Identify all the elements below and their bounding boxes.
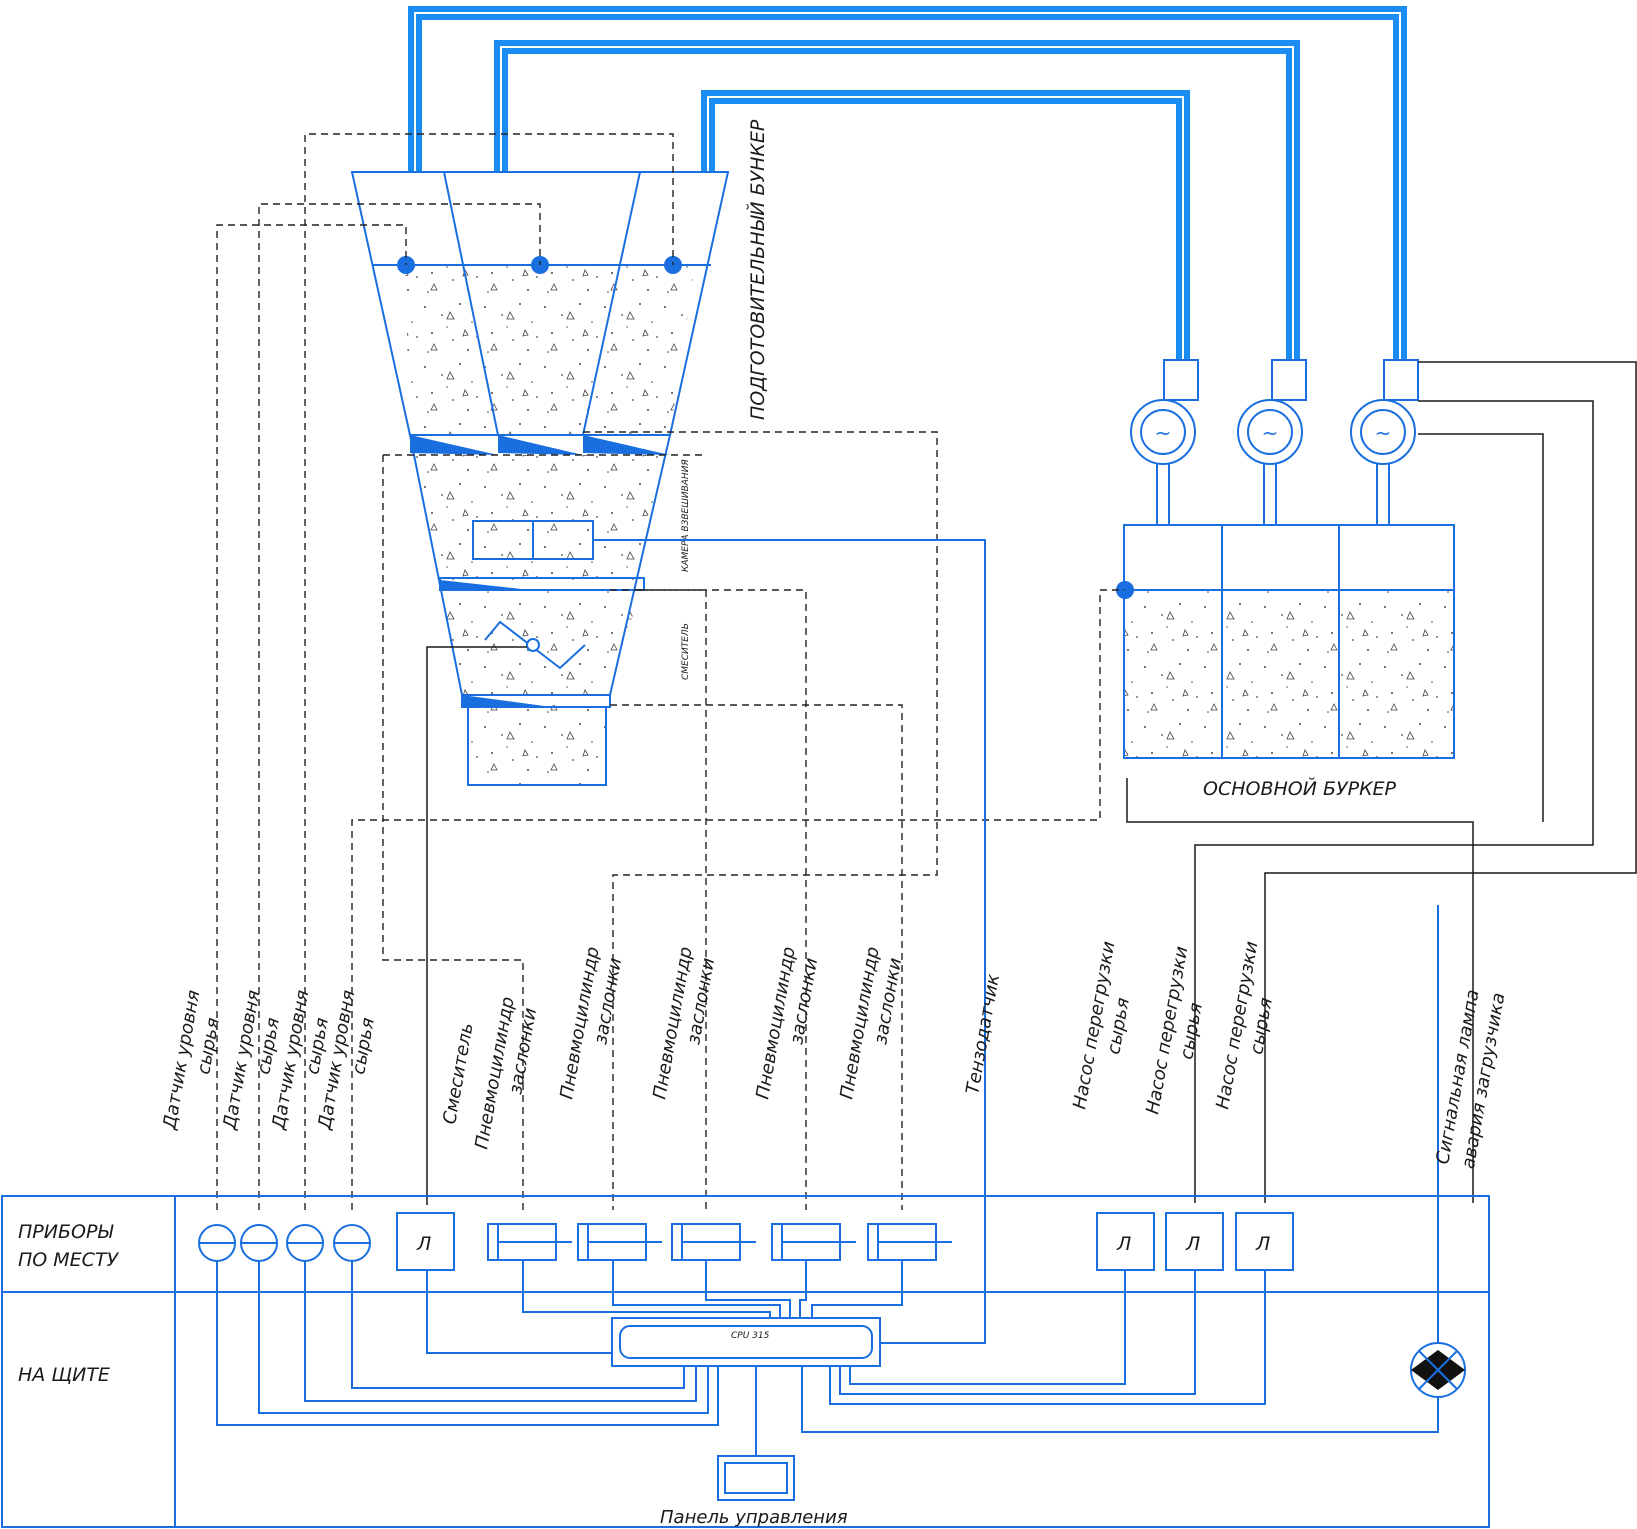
preparation-bunker: ПОДГОТОВИТЕЛЬНЫЙ БУНКЕР xyxy=(350,119,769,455)
control-panel-icon xyxy=(717,1366,795,1501)
svg-text:Л: Л xyxy=(1116,1233,1131,1255)
pump-relay-box-1: Л xyxy=(1096,1212,1155,1271)
cylinder-5-icon xyxy=(867,1223,952,1261)
signal-lamp-icon xyxy=(1410,1342,1466,1398)
svg-text:~: ~ xyxy=(1155,421,1172,445)
weigh-mix-section: КАМЕРА ВЗВЕШИВАНИЯ СМЕСИТЕЛЬ xyxy=(408,434,691,786)
control-panel-label: Панель управления xyxy=(660,1507,848,1528)
pumps: ~ ~ ~ xyxy=(1130,359,1419,525)
svg-text:Л: Л xyxy=(416,1233,431,1255)
cylinder-2-icon xyxy=(577,1223,662,1261)
svg-text:Л: Л xyxy=(1185,1233,1200,1255)
mixer-relay-box: Л xyxy=(396,1212,455,1271)
pump-1-icon: ~ xyxy=(1130,359,1199,525)
level-indicator-4-icon xyxy=(333,1224,371,1262)
row-field-label: ПРИБОРЫ xyxy=(18,1221,114,1243)
level-indicator-2-icon xyxy=(240,1224,278,1262)
device-label-11: Тензодатчик xyxy=(962,972,1004,1096)
cylinder-3-icon xyxy=(671,1223,756,1261)
cylinder-1-icon xyxy=(487,1223,572,1261)
dashed-signal-lines xyxy=(216,133,1125,1210)
weigh-chamber-label: КАМЕРА ВЗВЕШИВАНИЯ xyxy=(681,459,691,572)
pump-2-icon: ~ xyxy=(1237,359,1307,525)
cpu-label: CPU 315 xyxy=(731,1331,770,1341)
transfer-pipes xyxy=(408,6,1407,360)
main-bunker-label: ОСНОВНОЙ БУРКЕР xyxy=(1203,777,1397,800)
cpu-module: CPU 315 xyxy=(611,1317,881,1367)
prep-bunker-label: ПОДГОТОВИТЕЛЬНЫЙ БУНКЕР xyxy=(746,119,769,420)
level-indicator-1-icon xyxy=(198,1224,236,1262)
main-bunker: ОСНОВНОЙ БУРКЕР xyxy=(1116,524,1455,800)
instrument-table: ПРИБОРЫ ПО МЕСТУ НА ЩИТЕ Л Л Л Л xyxy=(1,1195,1490,1528)
pump-3-icon: ~ xyxy=(1350,359,1419,525)
row-panel-label: НА ЩИТЕ xyxy=(18,1364,110,1386)
pump-relay-box-3: Л xyxy=(1235,1212,1294,1271)
mixer-section-label: СМЕСИТЕЛЬ xyxy=(681,623,691,680)
svg-text:~: ~ xyxy=(1262,421,1279,445)
svg-text:~: ~ xyxy=(1375,421,1392,445)
level-indicator-3-icon xyxy=(286,1224,324,1262)
row-field-label-2: ПО МЕСТУ xyxy=(18,1249,120,1271)
device-label-5: Смеситель xyxy=(439,1021,477,1126)
solid-signal-lines xyxy=(426,361,1637,1344)
cylinder-4-icon xyxy=(771,1223,856,1261)
pump-relay-box-2: Л xyxy=(1165,1212,1224,1271)
svg-text:Л: Л xyxy=(1255,1233,1270,1255)
